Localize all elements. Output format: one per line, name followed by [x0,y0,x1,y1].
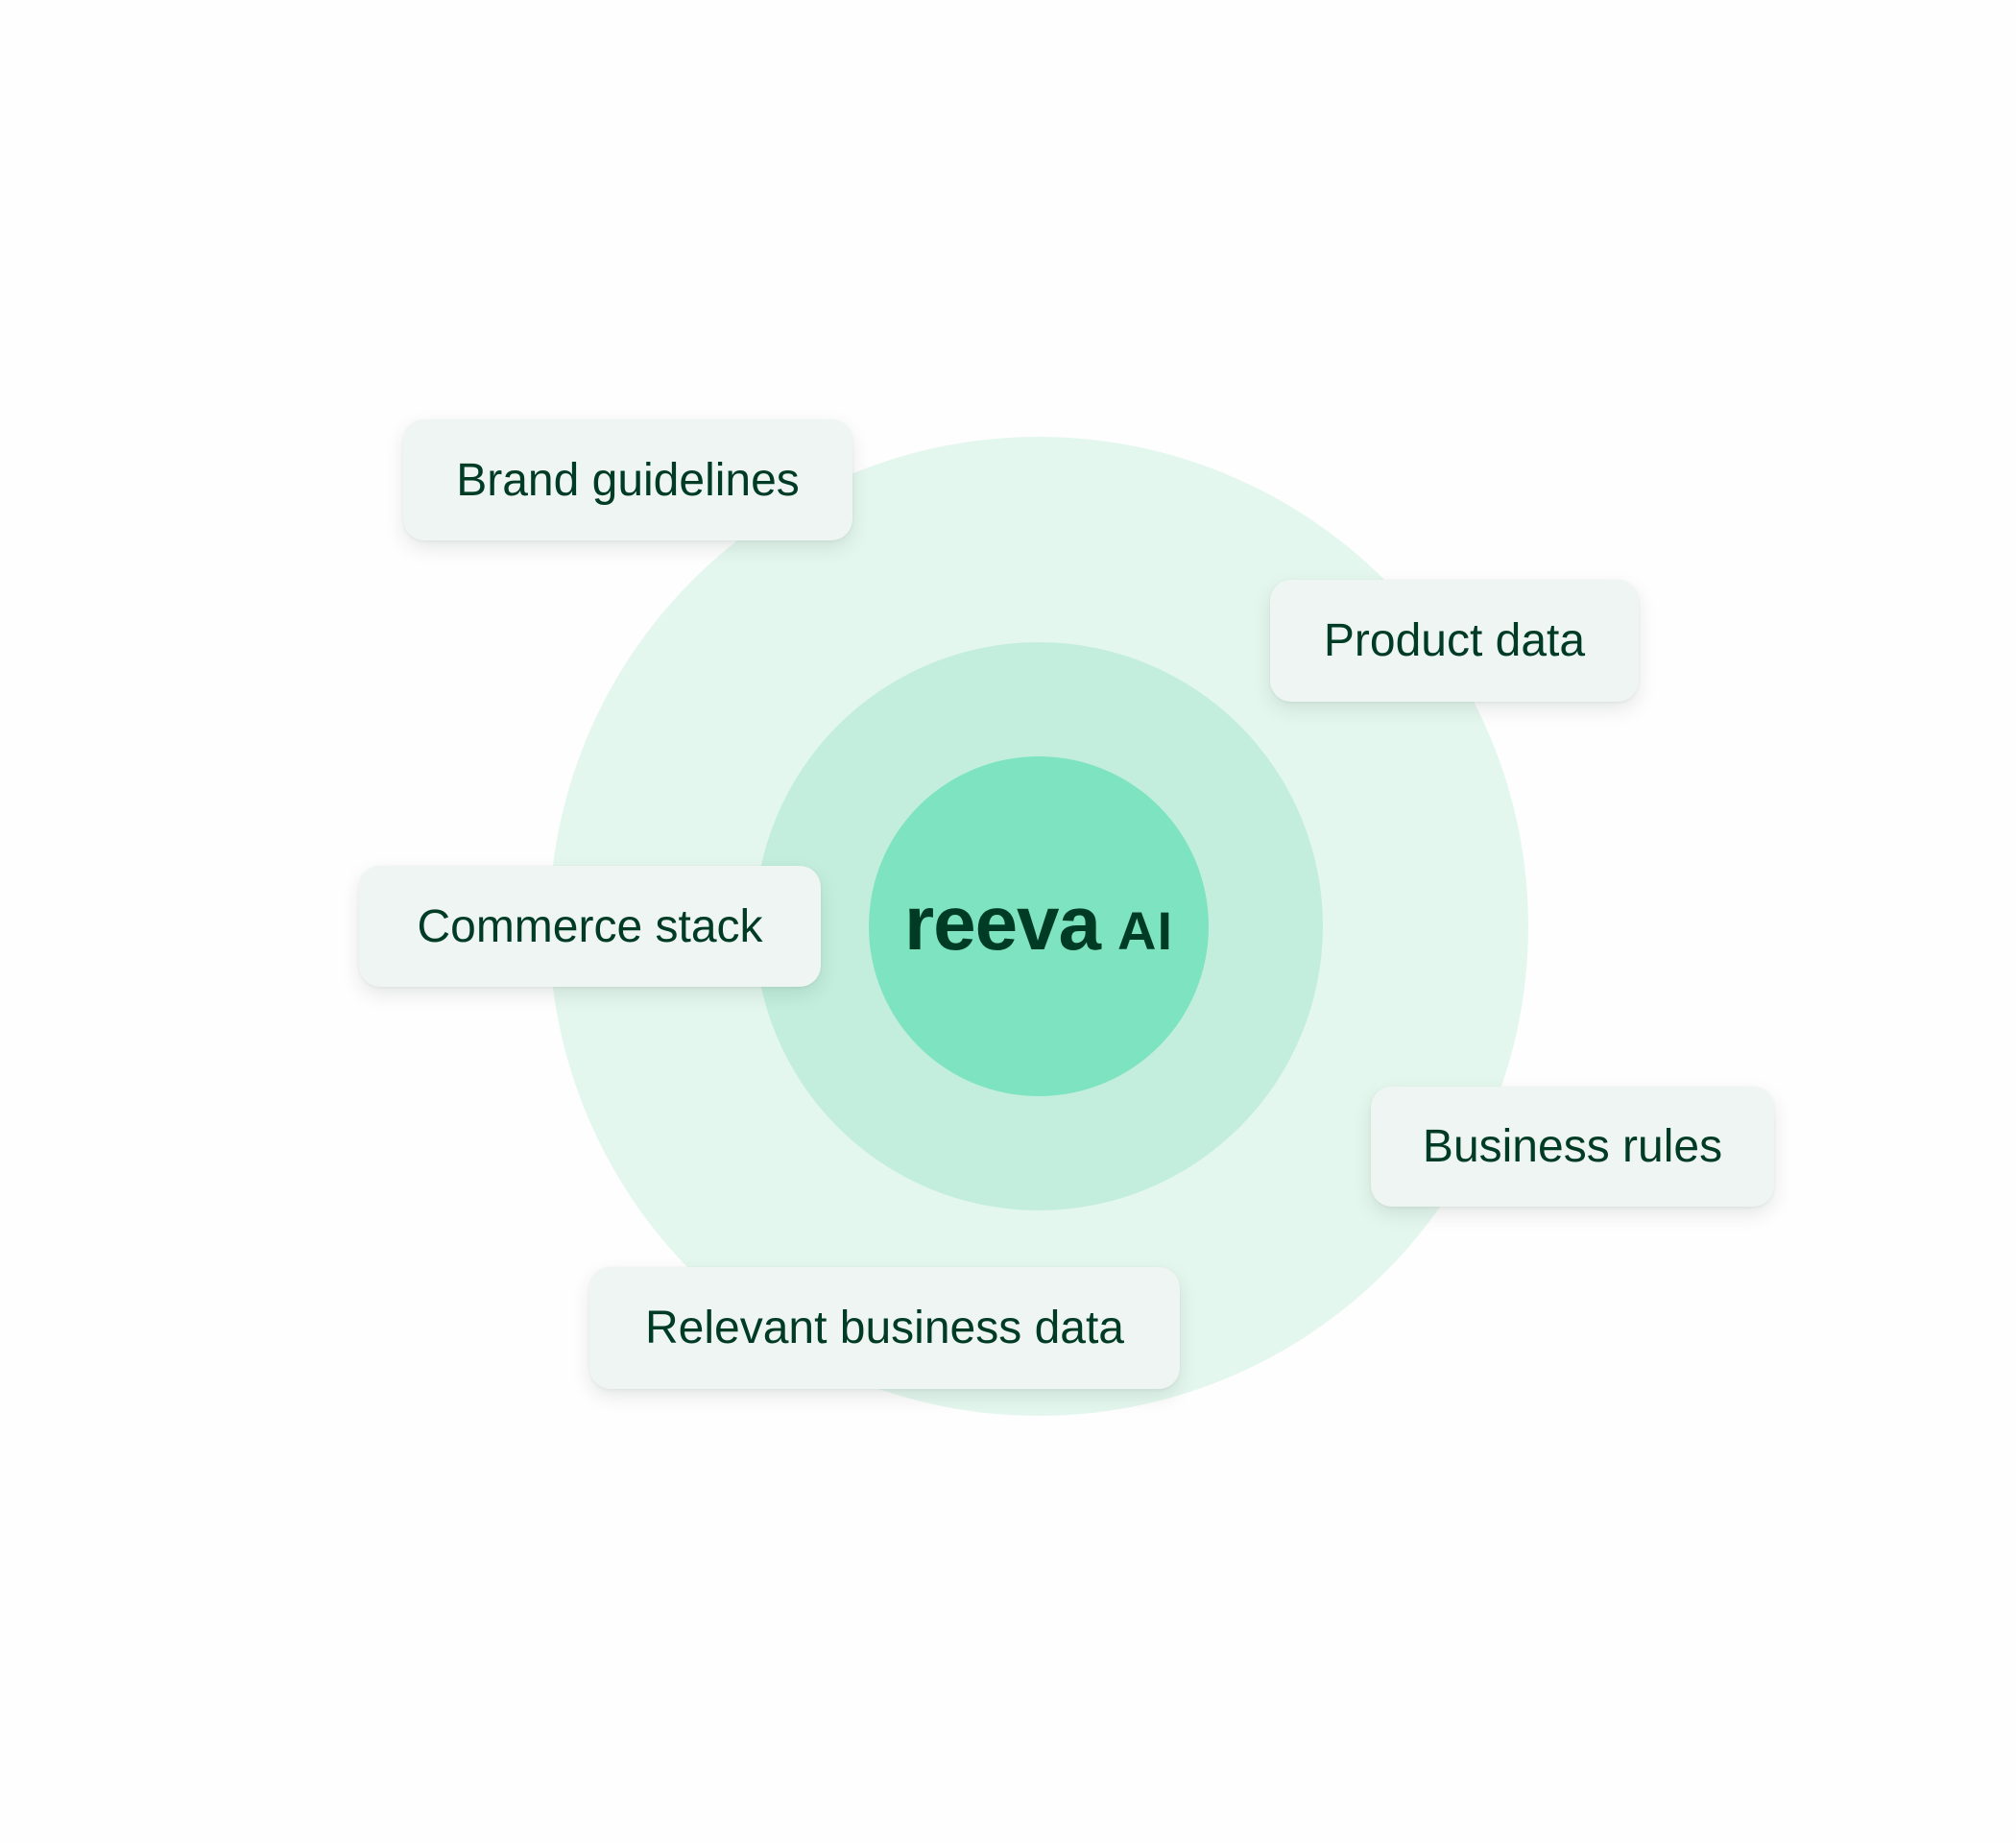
chip-product-data: Product data [1270,580,1639,702]
logo-word: reeva [903,880,1101,966]
chip-relevant-business-data: Relevant business data [589,1267,1180,1389]
reeva-ai-logo: reeva AI [904,879,1173,968]
chip-brand-guidelines: Brand guidelines [403,419,852,540]
logo-suffix: AI [1117,900,1174,961]
core-circle: reeva AI [869,756,1209,1096]
chip-business-rules: Business rules [1371,1087,1774,1207]
chip-commerce-stack: Commerce stack [359,866,821,987]
